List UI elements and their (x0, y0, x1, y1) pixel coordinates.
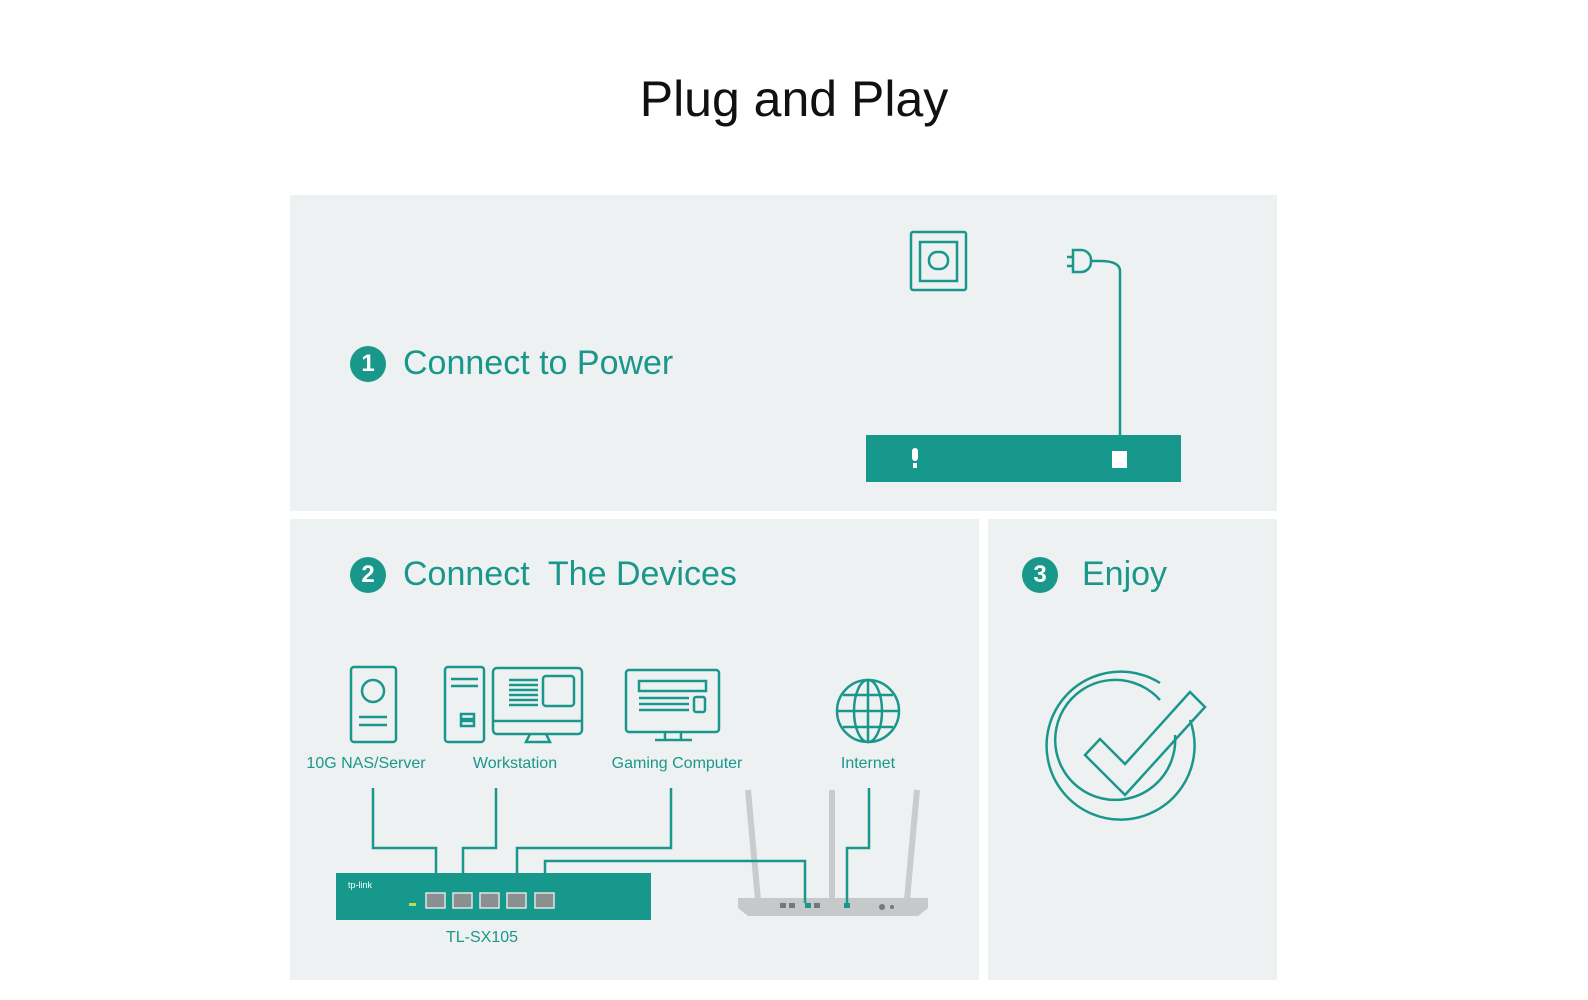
step-label: Connect to Power (403, 344, 674, 382)
cable (371, 788, 438, 896)
device-label-nas: 10G NAS/Server (306, 755, 426, 772)
switch-back-panel (866, 435, 1181, 482)
step-number: 2 (350, 556, 386, 593)
step-label: Connect The Devices (403, 555, 737, 593)
device-label-internet: Internet (840, 755, 896, 772)
panel-enjoy (988, 519, 1277, 980)
page-title: Plug and Play (639, 71, 949, 127)
router-icon (745, 789, 920, 901)
cable (461, 788, 498, 896)
switch-ports (425, 892, 555, 909)
cable (515, 788, 673, 896)
power-outlet-icon (909, 230, 968, 292)
nas-server-icon (349, 665, 398, 744)
power-plug-icon (1067, 248, 1122, 436)
gaming-computer-icon (624, 668, 721, 742)
step-number: 1 (350, 345, 386, 382)
step-label: Enjoy (1082, 555, 1168, 593)
step-number: 3 (1022, 556, 1058, 593)
step-enjoy: 3 Enjoy (1022, 555, 1167, 594)
step-connect-power: 1 Connect to Power (350, 344, 673, 383)
internet-globe-icon (835, 678, 901, 744)
device-label-workstation: Workstation (472, 755, 558, 772)
checkmark-circle-icon (1045, 670, 1207, 821)
step-connect-devices: 2 Connect The Devices (350, 555, 737, 594)
switch-model-label: TL-SX105 (445, 929, 519, 946)
brand-logo: tp-link (348, 880, 373, 890)
workstation-icon (443, 665, 584, 744)
cable (845, 788, 871, 903)
power-port-icon (1112, 451, 1127, 468)
device-label-gaming: Gaming Computer (611, 755, 743, 772)
